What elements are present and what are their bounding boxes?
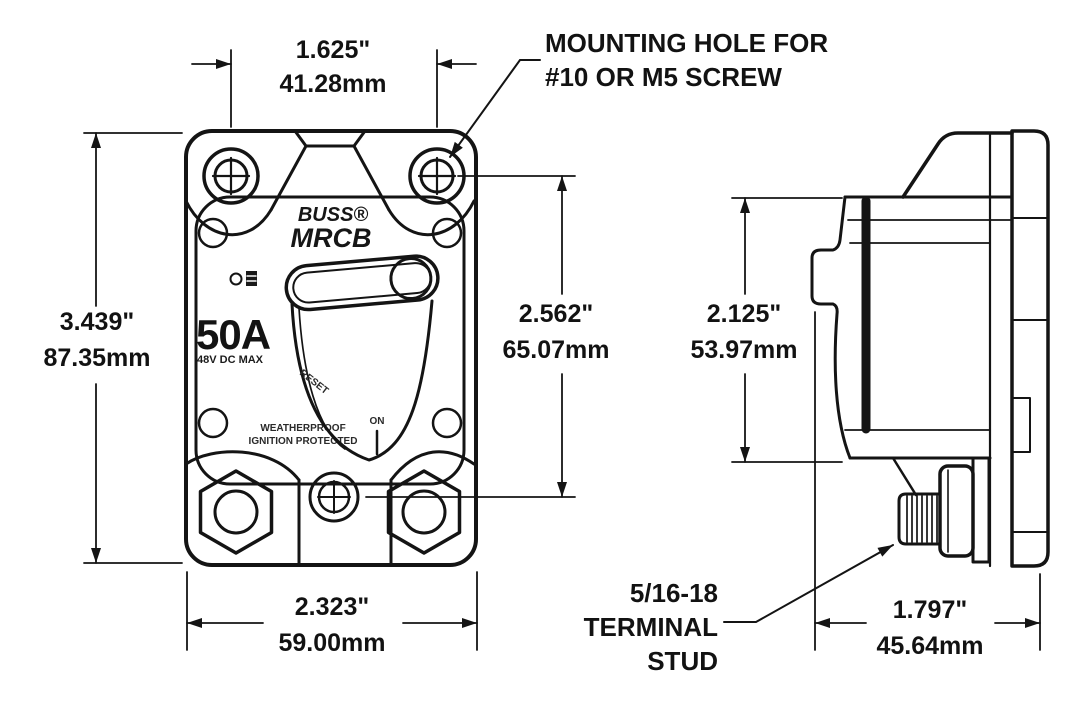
face-corner-hole bbox=[431, 407, 463, 439]
dimension-top-width: 1.625" 41.28mm bbox=[191, 36, 477, 128]
top-cap bbox=[901, 131, 1014, 199]
face-corner-hole bbox=[197, 407, 229, 439]
certification-icon bbox=[229, 271, 257, 286]
mounting-hole-note-line2: #10 OR M5 SCREW bbox=[545, 62, 782, 92]
dimension-overall-height: 3.439" 87.35mm bbox=[43, 132, 183, 564]
lever-housing bbox=[290, 299, 434, 462]
dim-bottom-width-in: 2.323" bbox=[295, 593, 369, 621]
bottom-flange-right-arc bbox=[389, 450, 476, 482]
plate-notch bbox=[1011, 397, 1031, 453]
dim-arrow bbox=[216, 59, 231, 69]
dim-overall-height-mm: 87.35mm bbox=[43, 344, 150, 372]
reset-label: RESET bbox=[297, 368, 330, 397]
dim-overall-height-in: 3.439" bbox=[60, 308, 134, 336]
top-flange-notch bbox=[293, 129, 367, 148]
breaker-outline bbox=[184, 129, 478, 567]
terminal-stud-note-line1: 5/16-18 bbox=[630, 578, 718, 608]
dim-top-width-in: 1.625" bbox=[296, 36, 370, 64]
dimension-hole-spacing: 2.562" 65.07mm bbox=[365, 175, 610, 498]
weatherproof-label: WEATHERPROOF bbox=[260, 423, 345, 434]
lever-housing-inner-curve bbox=[298, 307, 346, 450]
brand-label: BUSS® bbox=[298, 204, 369, 226]
side-view bbox=[810, 129, 1050, 568]
dim-arrow bbox=[557, 176, 567, 191]
mounting-hole-note-line1: MOUNTING HOLE FOR bbox=[545, 28, 828, 58]
face-corner-hole bbox=[197, 217, 229, 249]
lever-hole bbox=[389, 257, 433, 301]
body-front-profile bbox=[810, 195, 852, 460]
reset-lever bbox=[284, 254, 440, 312]
dim-top-width-mm: 41.28mm bbox=[279, 70, 386, 98]
terminal-stud-note-line3: STUD bbox=[647, 646, 718, 676]
terminal-nut-right bbox=[386, 469, 462, 555]
face-panel bbox=[194, 195, 466, 486]
dimension-bottom-width: 2.323" 59.00mm bbox=[186, 571, 478, 657]
model-label: MRCB bbox=[291, 223, 372, 253]
leader-arrow bbox=[877, 545, 893, 557]
dim-arrow bbox=[462, 618, 477, 628]
terminal-stud-note: 5/16-18 TERMINAL STUD bbox=[584, 544, 894, 676]
screw-outer-circle bbox=[202, 147, 260, 205]
dim-arrow bbox=[815, 618, 830, 628]
top-flange-right-diagonal bbox=[352, 144, 391, 212]
top-flange-left-diagonal bbox=[269, 144, 308, 212]
mounting-hole-leader bbox=[449, 59, 541, 158]
dimension-side-height: 2.125" 53.97mm bbox=[690, 197, 843, 463]
dim-hole-spacing-mm: 65.07mm bbox=[502, 336, 609, 364]
amperage-label: 50A bbox=[196, 311, 271, 358]
dimension-depth: 1.797" 45.64mm bbox=[814, 311, 1041, 660]
dimensions: 1.625" 41.28mm 3.439" 87.35mm 2.562" 65.… bbox=[43, 36, 1041, 660]
lever-body bbox=[284, 254, 440, 312]
terminal-bracket bbox=[891, 456, 918, 497]
dim-arrow bbox=[740, 447, 750, 462]
mounting-screw-right bbox=[408, 147, 466, 205]
dim-arrow bbox=[740, 198, 750, 213]
dim-depth-in: 1.797" bbox=[893, 596, 967, 624]
dim-depth-mm: 45.64mm bbox=[876, 632, 983, 660]
voltage-label: 48V DC MAX bbox=[197, 354, 264, 366]
annotations: MOUNTING HOLE FOR #10 OR M5 SCREW 5/16-1… bbox=[449, 28, 894, 676]
back-plate bbox=[1010, 129, 1050, 568]
mounting-screw-left bbox=[202, 147, 260, 205]
face-corner-hole bbox=[431, 217, 463, 249]
terminal-washer bbox=[971, 456, 991, 564]
dim-side-height-mm: 53.97mm bbox=[690, 336, 797, 364]
bottom-flange-left-arc bbox=[184, 450, 301, 482]
front-view: BUSS® MRCB 50A 48V DC MAX WEATHERPROOF I… bbox=[184, 129, 478, 567]
terminal-stud-threads bbox=[906, 495, 938, 543]
on-label: ON bbox=[370, 416, 385, 427]
terminal-stud-note-line2: TERMINAL bbox=[584, 612, 718, 642]
dim-side-height-in: 2.125" bbox=[707, 300, 781, 328]
dim-hole-spacing-in: 2.562" bbox=[519, 300, 593, 328]
terminal-stud-outline bbox=[897, 492, 942, 546]
leader-arrow bbox=[450, 141, 463, 157]
dim-arrow bbox=[1025, 618, 1040, 628]
terminal-stud-leader bbox=[723, 544, 894, 623]
dim-bottom-width-mm: 59.00mm bbox=[278, 629, 385, 657]
dim-arrow bbox=[91, 133, 101, 148]
mounting-hole-note: MOUNTING HOLE FOR #10 OR M5 SCREW bbox=[449, 28, 828, 158]
dim-arrow bbox=[437, 59, 452, 69]
dim-arrow bbox=[91, 548, 101, 563]
terminal-nut-side bbox=[938, 464, 975, 558]
dim-arrow bbox=[187, 618, 202, 628]
terminal-nut-left bbox=[198, 469, 274, 555]
ignition-protected-label: IGNITION PROTECTED bbox=[249, 436, 358, 447]
bottom-center-screw bbox=[308, 471, 360, 523]
dim-arrow bbox=[557, 482, 567, 497]
